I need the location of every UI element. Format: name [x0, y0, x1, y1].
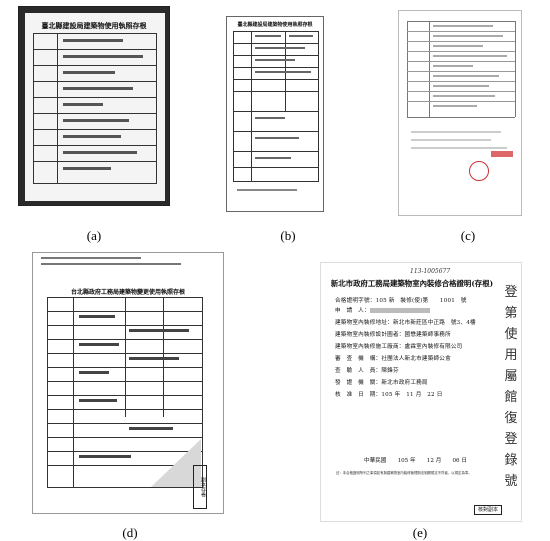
row-label: 查 驗 人 員：	[335, 368, 382, 374]
panel-e-row: 審 查 機 構：社團法人新北市建築師公會	[335, 354, 451, 362]
row-value: 盧霖室內裝修有限公司	[404, 344, 463, 350]
row-label: 建築物室內裝修地址：	[335, 320, 393, 326]
side-char: 館	[504, 390, 518, 405]
caption-c: (c)	[460, 228, 476, 243]
row-label: 發 證 機 關：	[335, 380, 382, 386]
panel-c-red-stamp	[491, 151, 513, 157]
panel-e-footer-note: 註：本合格證明所列之事項如有與建築物室內裝修管理辦法相關規定不符者，以規定為準。	[336, 471, 472, 475]
panel-e-row: 建築物室內裝修地址：新北市新莊區中正路 號3、4樓	[335, 318, 476, 326]
panel-e-row: 建築物室內裝修施工廠商：盧霖室內裝修有限公司	[335, 342, 462, 350]
row-value: 新北市新莊區中正路 號3、4樓	[392, 320, 476, 326]
row-label: 建築物室內裝修施工廠商：	[335, 344, 405, 350]
panel-c-document	[392, 10, 528, 220]
row-label: 核 准 日 期：	[335, 392, 382, 398]
panel-d-document: 台北縣政府工務局建築物變更使用執照存根 副本存卷	[32, 252, 224, 520]
panel-e-row: 發 證 機 關：新北市政府工務局	[335, 378, 428, 386]
panel-a-document: 臺北縣建設局建築物使用執照存根	[18, 6, 170, 206]
row-label: 審 查 機 構：	[335, 356, 382, 362]
panel-e-corner-stamp: 核對副本	[474, 505, 502, 515]
row-label: 建築物室內裝修設計圖者：	[335, 332, 405, 338]
side-char: 號	[504, 474, 518, 489]
side-char: 屬	[504, 369, 518, 384]
panel-e-side-strip: 登 第 使 用 屬 館 復 登 錄 號	[504, 282, 518, 492]
panel-d-folded-corner	[151, 439, 201, 487]
panel-d-stamp: 副本存卷	[193, 465, 207, 509]
panel-e-form-title: 新北市政府工務局建築物室內裝修合格證明(存根)	[330, 279, 494, 288]
panel-e-handwritten-number: 113-1005677	[410, 268, 451, 275]
row-label: 合格證明字號：	[335, 298, 376, 304]
side-char: 使	[504, 327, 518, 342]
panel-b-form-title: 臺北縣建設局建築物使用執照存根	[237, 22, 313, 28]
caption-d: (d)	[122, 525, 138, 540]
panel-a-form-title: 臺北縣建設局建築物使用執照存根	[41, 21, 147, 30]
row-value: 105 新 裝修(使)第 1001 號	[375, 298, 467, 304]
panel-a-scanned-form: 臺北縣建設局建築物使用執照存根	[18, 6, 170, 206]
panel-e-row: 核 准 日 期：105 年 11 月 22 日	[335, 390, 443, 398]
side-char: 登	[504, 432, 518, 447]
panel-c-red-seal	[469, 161, 489, 181]
row-value: 國懋建築師事務所	[404, 332, 451, 338]
row-value: 社團法人新北市建築師公會	[381, 356, 451, 362]
caption-e: (e)	[412, 525, 428, 540]
panel-c-printed-form	[398, 10, 522, 216]
panel-d-scanned-form: 台北縣政府工務局建築物變更使用執照存根 副本存卷	[32, 252, 224, 514]
panel-b-document: 臺北縣建設局建築物使用執照存根	[226, 16, 324, 216]
row-label: 申 請 人：	[335, 308, 370, 314]
side-char: 錄	[504, 453, 518, 468]
caption-b: (b)	[280, 228, 296, 243]
panel-e-row: 申 請 人：	[335, 306, 430, 314]
panel-e-document	[320, 262, 522, 522]
row-value: 105 年 11 月 22 日	[381, 392, 443, 398]
panel-e-redacted-name	[369, 308, 430, 313]
side-char: 復	[504, 411, 518, 426]
panel-e-row: 合格證明字號：105 新 裝修(使)第 1001 號	[335, 296, 467, 304]
caption-a: (a)	[86, 228, 102, 243]
panel-e-row: 建築物室內裝修設計圖者：國懋建築師事務所	[335, 330, 451, 338]
panel-e-footer-date: 中華民國 105 年 12 月 06 日	[364, 458, 467, 464]
panel-b-scanned-form: 臺北縣建設局建築物使用執照存根	[226, 16, 324, 212]
side-char: 登	[504, 285, 518, 300]
panel-d-form-title: 台北縣政府工務局建築物變更使用執照存根	[70, 289, 185, 296]
panel-e-row: 查 驗 人 員：陳鋒芬	[335, 366, 399, 374]
row-value: 陳鋒芬	[381, 368, 399, 374]
side-char: 第	[504, 306, 518, 321]
side-char: 用	[504, 348, 518, 363]
row-value: 新北市政府工務局	[381, 380, 428, 386]
